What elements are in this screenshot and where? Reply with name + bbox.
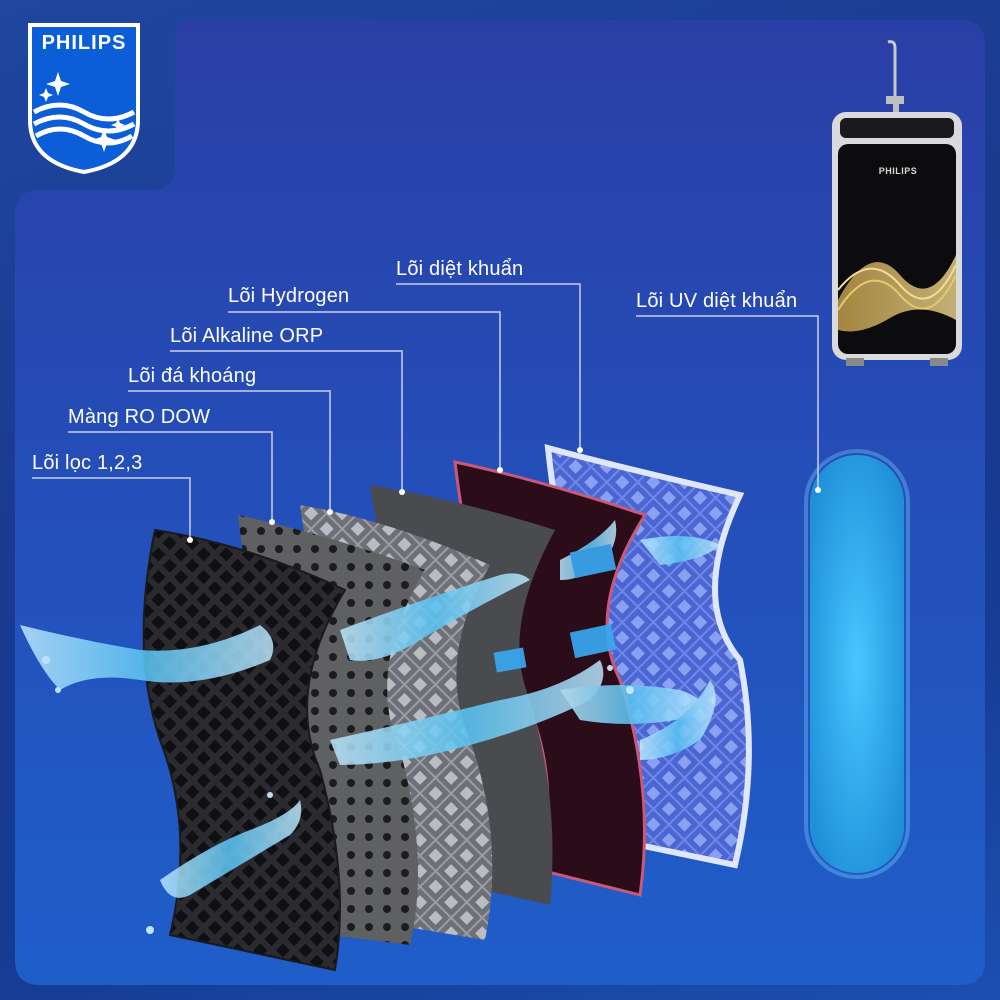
uv-lamp (810, 455, 904, 873)
label-loi-uv-diet-khuan: Lõi UV diệt khuẩn (636, 290, 798, 312)
water-splash (20, 520, 720, 934)
label-loi-hydrogen: Lõi Hydrogen (228, 285, 350, 307)
leader-line-mang-ro (68, 431, 273, 522)
label-loi-loc: Lõi lọc 1,2,3 (32, 452, 143, 474)
philips-logo (28, 23, 140, 175)
product-brand-text: PHILIPS (878, 166, 918, 176)
label-loi-da-khoang: Lõi đá khoáng (128, 365, 257, 387)
label-loi-diet-khuan: Lõi diệt khuẩn (396, 258, 524, 280)
leader-line-da-khoang (128, 390, 331, 512)
leader-lines (32, 283, 819, 540)
leader-dots (187, 447, 821, 543)
leader-line-loi-loc (32, 477, 191, 540)
philips-logo-text: PHILIPS (41, 32, 127, 54)
leader-line-alkaline (170, 350, 403, 492)
leader-line-hydrogen (228, 311, 501, 470)
label-mang-ro-dow: Màng RO DOW (68, 406, 211, 428)
leader-line-diet-khuan (396, 283, 581, 450)
label-loi-alkaline-orp: Lõi Alkaline ORP (170, 325, 324, 347)
water-purifier-product (832, 40, 962, 366)
leader-line-uv (636, 315, 819, 490)
